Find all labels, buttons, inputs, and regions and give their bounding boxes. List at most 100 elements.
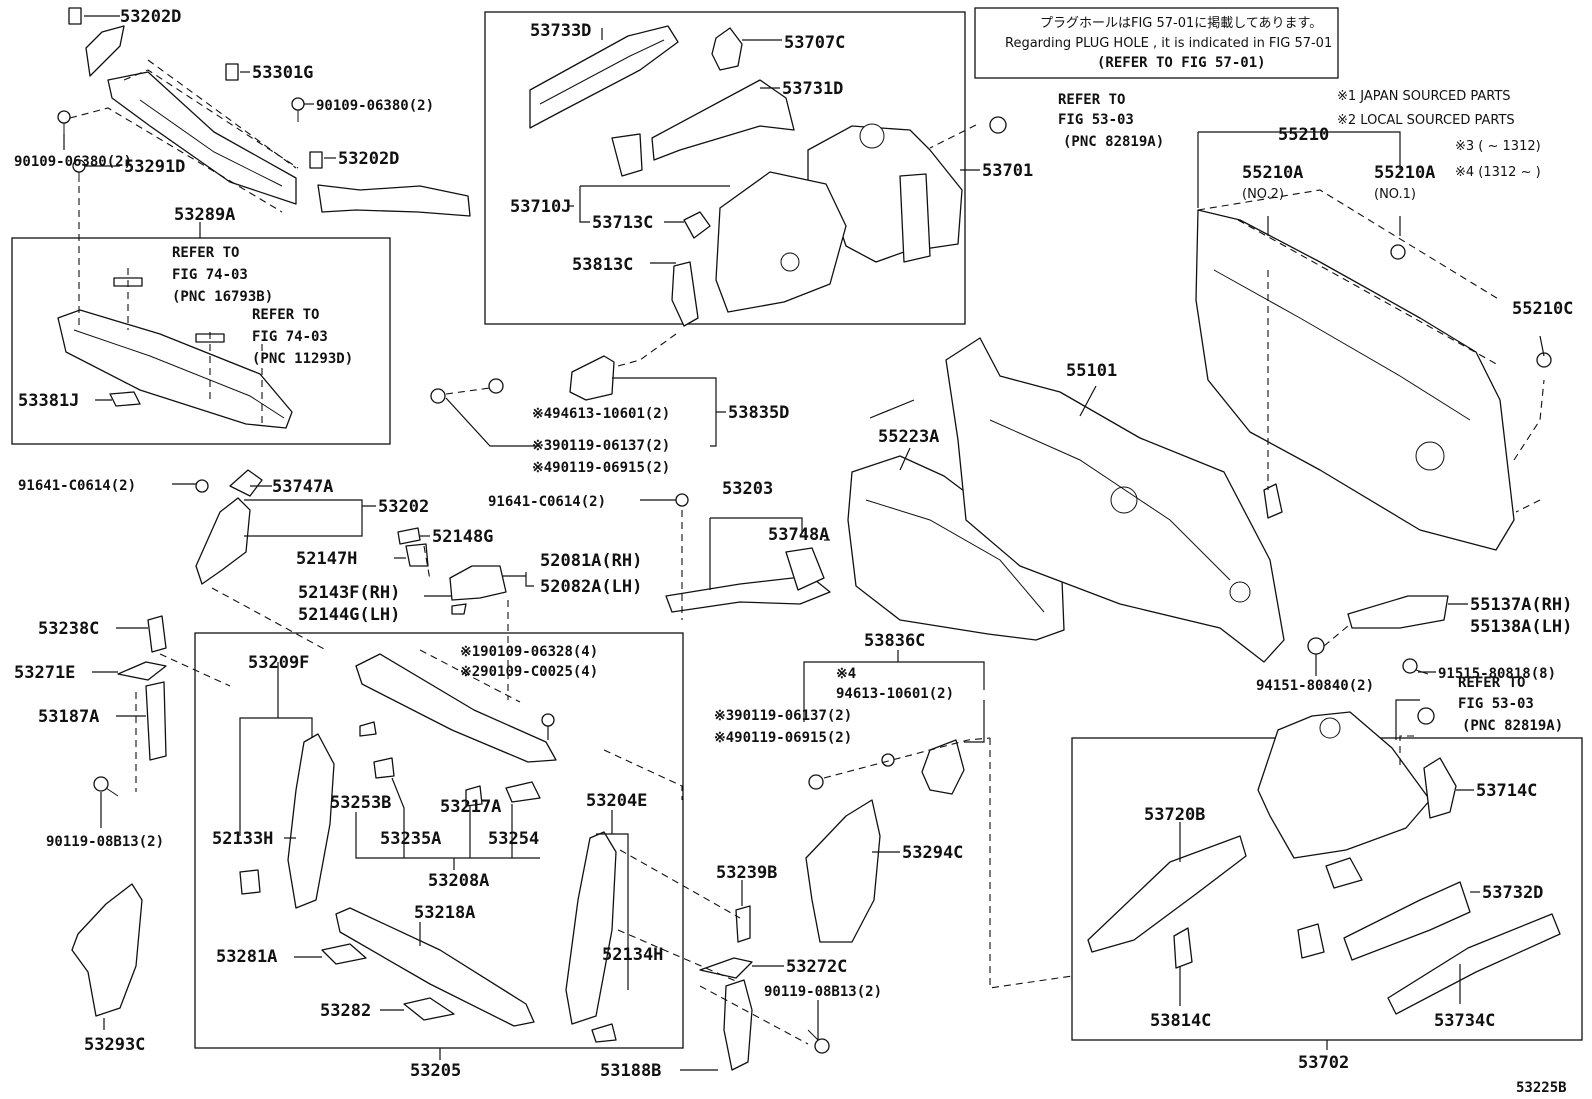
label-55137A: 55137A(RH) xyxy=(1470,595,1572,615)
svg-text:FIG 53-03: FIG 53-03 xyxy=(1058,112,1134,128)
part-drawing-52081A xyxy=(449,565,507,601)
label-91641-C0614-a: 91641-C0614(2) xyxy=(18,478,136,494)
label-53239B: 53239B xyxy=(716,863,777,883)
part-drawing-52148G xyxy=(397,527,421,545)
label-53208A: 53208A xyxy=(428,871,489,891)
label-53202D-a: 53202D xyxy=(120,7,181,27)
note-plug-hole-ref: (REFER TO FIG 57-01) xyxy=(1097,55,1266,71)
part-drawing-90109-06380-bolt-b xyxy=(57,110,71,134)
label-55138A: 55138A(LH) xyxy=(1470,617,1572,637)
label-52143F: 52143F(RH) xyxy=(298,583,400,603)
reference-fig-74-03-b: REFER TO FIG 74-03 (PNC 11293D) xyxy=(252,307,353,367)
part-drawing-55101 xyxy=(945,337,1285,663)
leader-lines xyxy=(63,15,1545,1071)
label-53205: 53205 xyxy=(410,1061,461,1081)
svg-text:FIG 74-03: FIG 74-03 xyxy=(172,267,248,283)
svg-text:REFER TO: REFER TO xyxy=(252,307,319,323)
label-90109-06328: ※190109-06328(4) xyxy=(460,644,598,660)
group-box-53205 xyxy=(194,632,684,1049)
label-53289A: 53289A xyxy=(174,205,235,225)
label-53253B: 53253B xyxy=(330,793,391,813)
part-drawing-53702-small-bracket xyxy=(1297,857,1363,959)
part-drawing-52134H xyxy=(591,1023,617,1043)
part-drawing-small-bracket-box xyxy=(611,133,643,177)
label-55210A-no1-sub: (NO.1) xyxy=(1374,187,1416,202)
assembly-dashed-lines xyxy=(69,59,1545,1045)
label-90109-06380-b: 90109-06380(2) xyxy=(14,154,132,170)
part-drawing-53713C xyxy=(683,211,711,239)
part-drawing-53732D xyxy=(1343,881,1471,961)
label-94151-80840: 94151-80840(2) xyxy=(1256,678,1374,694)
part-drawing-90119-08B13-bolt-a xyxy=(93,776,119,797)
label-53713C: 53713C xyxy=(592,213,653,233)
part-drawing-90109-06380-bolt-a xyxy=(291,97,305,122)
label-90119-06137-b: ※390119-06137(2) xyxy=(714,708,852,724)
label-53204E: 53204E xyxy=(586,791,647,811)
svg-text:REFER TO: REFER TO xyxy=(1458,675,1525,691)
part-drawing-53204E xyxy=(565,831,617,1025)
label-52134H: 52134H xyxy=(602,945,663,965)
note-local-sourced: ※2 LOCAL SOURCED PARTS xyxy=(1337,113,1515,128)
svg-text:FIG 53-03: FIG 53-03 xyxy=(1458,696,1534,712)
part-drawing-53301G-clip xyxy=(225,63,239,81)
label-52147H: 52147H xyxy=(296,549,357,569)
label-90119-08B13-a: 90119-08B13(2) xyxy=(46,834,164,850)
part-drawing-53294C xyxy=(805,799,881,943)
label-53747A: 53747A xyxy=(272,477,333,497)
part-drawing-53813C xyxy=(671,261,699,327)
part-drawing-52143F xyxy=(451,603,467,615)
label-55101: 55101 xyxy=(1066,361,1117,381)
label-53720B: 53720B xyxy=(1144,805,1205,825)
part-drawing-53202-bracket xyxy=(195,479,251,585)
label-90119-06137-a: ※390119-06137(2) xyxy=(532,438,670,454)
label-53301G: 53301G xyxy=(252,63,313,83)
label-53188B: 53188B xyxy=(600,1061,661,1081)
label-53748A: 53748A xyxy=(768,525,829,545)
label-53707C: 53707C xyxy=(784,33,845,53)
svg-text:(PNC 11293D): (PNC 11293D) xyxy=(252,351,353,367)
part-drawing-53218A xyxy=(335,907,535,1027)
part-drawing-90119-08B13-bolt-b xyxy=(807,1029,830,1054)
label-53814C: 53814C xyxy=(1150,1011,1211,1031)
part-drawing-53835D xyxy=(430,355,615,404)
note-japan-sourced: ※1 JAPAN SOURCED PARTS xyxy=(1337,89,1511,104)
label-53836C-star: ※4 xyxy=(836,666,856,682)
label-53381J: 53381J xyxy=(18,391,79,411)
part-drawing-53707C xyxy=(711,27,743,71)
part-drawing-53187A xyxy=(145,681,167,761)
label-53734C: 53734C xyxy=(1434,1011,1495,1031)
label-53701: 53701 xyxy=(982,161,1033,181)
reference-fig-53-03-top: REFER TO FIG 53-03 (PNC 82819A) xyxy=(1058,92,1164,150)
reference-fig-53-03-bottom: REFER TO FIG 53-03 (PNC 82819A) xyxy=(1458,675,1563,734)
part-drawing-53734C xyxy=(1387,913,1561,1015)
part-drawing-53272C xyxy=(699,957,753,979)
part-labels: 53202D 53301G 90109-06380(2) 90109-06380… xyxy=(14,7,1573,1081)
label-53271E: 53271E xyxy=(14,663,75,683)
part-drawing-53238C xyxy=(147,615,167,653)
svg-text:(PNC 82819A): (PNC 82819A) xyxy=(1063,134,1164,150)
part-drawing-upper-rail xyxy=(107,71,297,205)
label-53835D: 53835D xyxy=(728,403,789,423)
part-drawing-53814C xyxy=(1173,927,1193,969)
label-55210A-no2-sub: (NO.2) xyxy=(1242,187,1284,202)
label-55223A: 55223A xyxy=(878,427,939,447)
label-53282: 53282 xyxy=(320,1001,371,1021)
label-52144G: 52144G(LH) xyxy=(298,605,400,625)
label-53209F: 53209F xyxy=(248,653,309,673)
label-55210: 55210 xyxy=(1278,125,1329,145)
part-drawing-53239B xyxy=(735,905,751,943)
part-drawing-94151-80840 xyxy=(1307,637,1325,655)
label-90119-06915-a: ※490119-06915(2) xyxy=(532,460,670,476)
reference-fig-74-03-a: REFER TO FIG 74-03 (PNC 16793B) xyxy=(172,245,273,305)
group-box-53701 xyxy=(484,11,966,325)
part-drawing-53747A xyxy=(229,469,263,497)
label-53217A: 53217A xyxy=(440,797,501,817)
label-52081A: 52081A(RH) xyxy=(540,551,642,571)
label-94613-10601-a: ※494613-10601(2) xyxy=(532,406,670,422)
part-drawing-53281A xyxy=(321,943,367,965)
part-drawing-55223A xyxy=(847,455,1065,641)
label-53202D-b: 53202D xyxy=(338,149,399,169)
part-drawing-53208A xyxy=(355,653,557,807)
part-drawing-53731D xyxy=(651,79,795,161)
